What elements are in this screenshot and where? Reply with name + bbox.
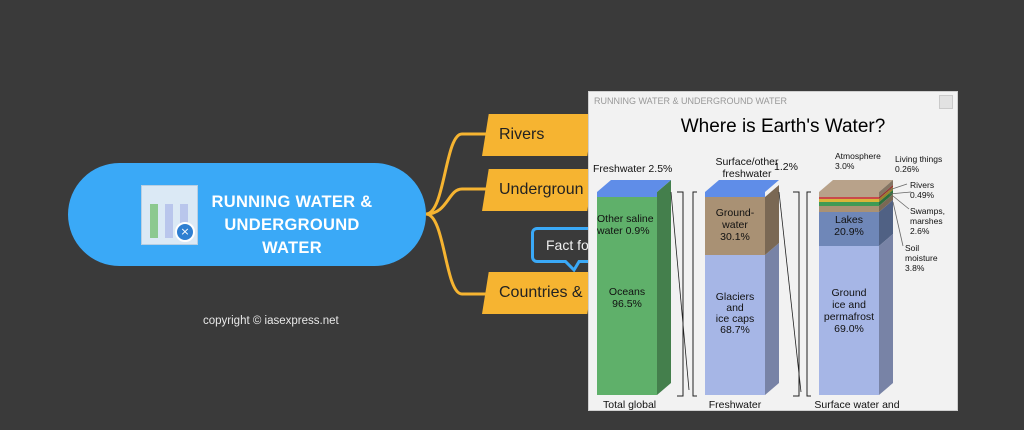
- panel-header: RUNNING WATER & UNDERGROUND WATER: [589, 92, 957, 110]
- panel-close-button[interactable]: [939, 95, 953, 109]
- label-ground-ice: Ground: [831, 287, 866, 299]
- fact-callout-pointer: [564, 260, 582, 272]
- bar-rivers-side: [879, 187, 893, 202]
- label-oceans: Oceans: [609, 286, 645, 298]
- bar-oceans-side: [657, 180, 671, 395]
- water-distribution-chart: Where is Earth's Water? Freshwater 2.5% O…: [593, 116, 945, 410]
- bar-lakes-side: [879, 200, 893, 246]
- bracket-freshwater: [677, 191, 684, 397]
- bar-swamps: [819, 202, 879, 206]
- copyright-text: copyright © iasexpress.net: [203, 315, 339, 327]
- label-soil: 3.8%: [905, 263, 925, 273]
- label-groundwater: Ground-: [716, 207, 755, 219]
- bar-atmosphere: [819, 192, 879, 197]
- label-oceans: 96.5%: [612, 298, 642, 310]
- bar-glaciers: [705, 255, 765, 395]
- central-topic-title: RUNNING WATER & UNDERGROUND WATER: [211, 193, 373, 257]
- bracket-surface: [793, 191, 800, 397]
- label-lakes: Lakes: [835, 214, 863, 226]
- branch-connectors: [425, 132, 486, 296]
- bar-atmosphere-top: [819, 180, 893, 192]
- label-surface-value: 1.2%: [774, 161, 798, 173]
- label-rivers: 0.49%: [910, 190, 935, 200]
- close-icon[interactable]: ×: [175, 222, 195, 242]
- label-surface-freshwater: Surface/other: [715, 156, 779, 168]
- label-soil: Soil: [905, 243, 919, 253]
- bracket-freshwater-left: [692, 191, 697, 397]
- branch-underground[interactable]: Undergroun: [482, 169, 594, 211]
- bar-freshwater-top: [597, 180, 671, 192]
- label-freshwater-bottom: Freshwater: [709, 399, 762, 410]
- bar-ground-ice: [819, 246, 879, 395]
- bar-atmosphere-side: [879, 180, 893, 197]
- label-rivers: Rivers: [910, 180, 934, 190]
- bar-surface-top: [705, 180, 779, 192]
- label-ground-ice: ice and: [832, 299, 866, 311]
- label-glaciers: ice caps: [716, 313, 755, 325]
- leader-rivers: [888, 191, 912, 195]
- label-glaciers: 68.7%: [720, 324, 750, 336]
- panel-title: RUNNING WATER & UNDERGROUND WATER: [594, 96, 787, 106]
- bar-oceans: [597, 192, 657, 395]
- chart-title: Where is Earth's Water?: [681, 116, 886, 137]
- label-other-saline: water 0.9%: [596, 225, 650, 237]
- bar-soil-side: [879, 194, 893, 212]
- topic-thumbnail[interactable]: ×: [141, 185, 198, 245]
- label-freshwater-total: Freshwater 2.5%: [593, 163, 672, 175]
- label-total-global: Total global: [603, 399, 656, 410]
- central-topic[interactable]: × RUNNING WATER & UNDERGROUND WATER: [68, 163, 426, 266]
- label-ground-ice: 69.0%: [834, 323, 864, 335]
- label-atmosphere: 3.0%: [835, 161, 855, 171]
- leader-living: [888, 183, 908, 191]
- bar-soil: [819, 206, 879, 212]
- bar-glaciers-side: [765, 243, 779, 395]
- label-other-saline: Other saline: [597, 213, 654, 225]
- branch-rivers[interactable]: Rivers: [482, 114, 594, 156]
- label-glaciers: and: [726, 302, 744, 314]
- label-living-things: Living things: [895, 154, 942, 164]
- branch-countries[interactable]: Countries &: [482, 272, 594, 314]
- bar-rivers: [819, 199, 879, 202]
- bar-groundwater-side: [765, 185, 779, 255]
- label-lakes: 20.9%: [834, 226, 864, 238]
- bar-surface-band: [705, 192, 765, 197]
- bracket-surface-left: [806, 191, 811, 397]
- image-preview-panel: RUNNING WATER & UNDERGROUND WATER Where …: [588, 91, 958, 411]
- label-swamps: marshes: [910, 216, 943, 226]
- label-glaciers: Glaciers: [716, 291, 755, 303]
- bar-groundwater: [705, 197, 765, 255]
- bar-lakes: [819, 212, 879, 246]
- label-living-things: 0.26%: [895, 164, 920, 174]
- bar-living-side: [879, 185, 893, 199]
- leader-soil: [892, 201, 904, 247]
- label-groundwater: 30.1%: [720, 231, 750, 243]
- bar-ground-ice-side: [879, 234, 893, 395]
- label-soil: moisture: [905, 253, 938, 263]
- label-surface-freshwater: freshwater: [722, 168, 772, 180]
- label-surface-bottom: Surface water and: [814, 399, 899, 410]
- bracket-line-2: [778, 191, 802, 393]
- label-groundwater: water: [721, 219, 748, 231]
- bar-freshwater-band: [597, 192, 657, 197]
- bracket-line-1: [670, 191, 690, 391]
- label-ground-ice: permafrost: [824, 311, 874, 323]
- leader-swamps: [892, 195, 910, 210]
- label-swamps: Swamps,: [910, 206, 945, 216]
- label-swamps: 2.6%: [910, 226, 930, 236]
- label-atmosphere: Atmosphere: [835, 151, 881, 161]
- bar-living: [819, 197, 879, 199]
